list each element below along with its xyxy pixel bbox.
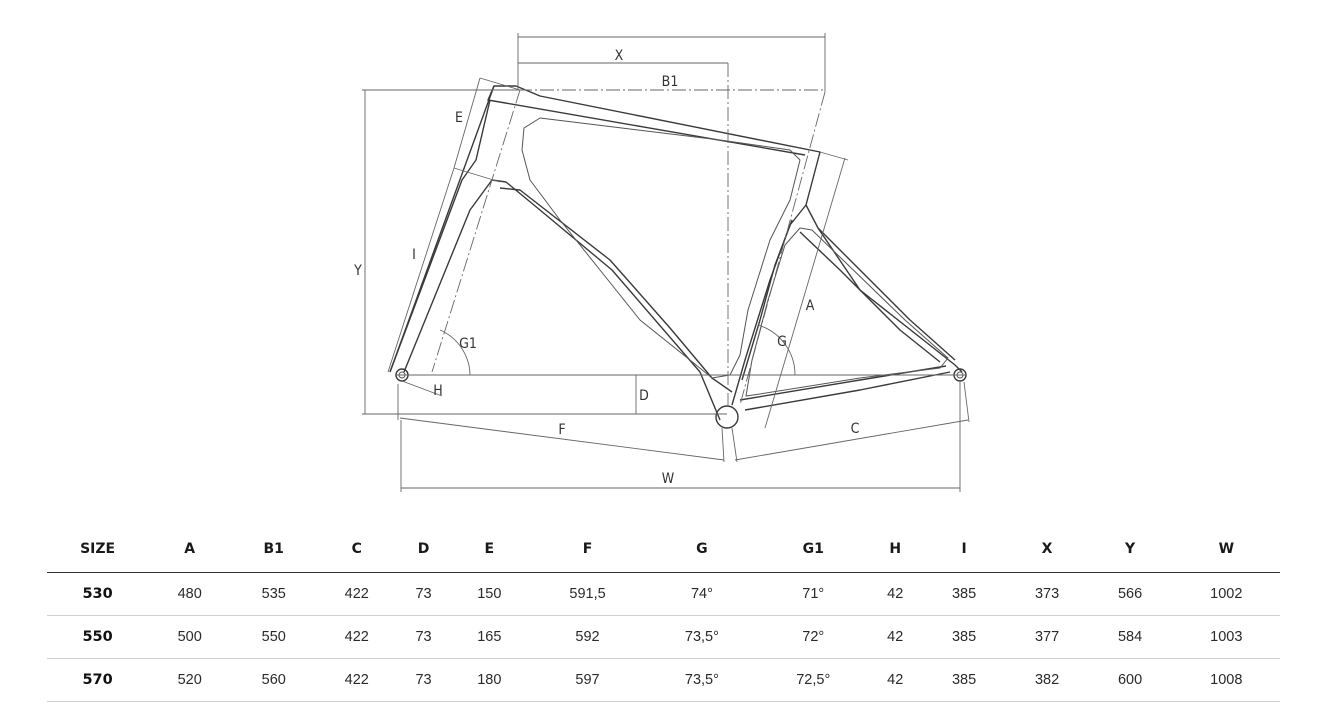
header-e: E <box>449 526 529 573</box>
table-header-row: SIZE A B1 C D E F G G1 H I X Y W <box>47 526 1280 573</box>
header-b1: B1 <box>231 526 317 573</box>
label-h: H <box>433 383 442 399</box>
cell-d: 73 <box>397 572 450 616</box>
label-x: X <box>615 48 624 64</box>
cell-c: 422 <box>316 615 398 659</box>
cell-e: 150 <box>449 572 529 616</box>
cell-b1: 550 <box>231 615 317 659</box>
cell-w: 1008 <box>1172 658 1280 702</box>
cell-h: 42 <box>868 615 922 659</box>
bike-frame <box>389 85 967 429</box>
header-y: Y <box>1087 526 1173 573</box>
cell-i: 385 <box>921 572 1007 616</box>
label-y: Y <box>353 263 362 279</box>
cell-d: 73 <box>397 658 450 702</box>
cell-w: 1003 <box>1172 615 1280 659</box>
dimension-lines <box>362 33 970 492</box>
cell-w: 1002 <box>1172 572 1280 616</box>
header-x: X <box>1006 526 1088 573</box>
geometry-table: SIZE A B1 C D E F G G1 H I X Y W 530 480… <box>47 526 1280 702</box>
header-c: C <box>316 526 398 573</box>
label-e: E <box>455 110 463 126</box>
cell-y: 600 <box>1087 658 1173 702</box>
cell-size: 570 <box>47 658 149 702</box>
dimension-labels: X B1 E I Y G1 H D F W A G C <box>353 48 859 487</box>
label-d: D <box>639 388 649 404</box>
table-row: 530 480 535 422 73 150 591,5 74° 71° 42 … <box>47 572 1280 616</box>
table-row: 570 520 560 422 73 180 597 73,5° 72,5° 4… <box>47 658 1280 702</box>
header-g1: G1 <box>757 526 869 573</box>
cell-a: 520 <box>148 658 232 702</box>
cell-g: 73,5° <box>646 615 758 659</box>
cell-i: 385 <box>921 658 1007 702</box>
header-size: SIZE <box>47 526 149 573</box>
cell-h: 42 <box>868 572 922 616</box>
cell-e: 165 <box>449 615 529 659</box>
label-f: F <box>558 422 565 438</box>
label-c: C <box>851 421 860 437</box>
cell-h: 42 <box>868 658 922 702</box>
header-i: I <box>921 526 1007 573</box>
label-g: G <box>777 334 787 350</box>
cell-g: 73,5° <box>646 658 758 702</box>
cell-e: 180 <box>449 658 529 702</box>
cell-b1: 535 <box>231 572 317 616</box>
cell-x: 382 <box>1006 658 1088 702</box>
cell-size: 550 <box>47 615 149 659</box>
cell-g1: 72° <box>757 615 869 659</box>
cell-g: 74° <box>646 572 758 616</box>
header-w: W <box>1172 526 1280 573</box>
label-a: A <box>806 298 815 314</box>
cell-b1: 560 <box>231 658 317 702</box>
cell-d: 73 <box>397 615 450 659</box>
cell-size: 530 <box>47 572 149 616</box>
cell-c: 422 <box>316 658 398 702</box>
header-a: A <box>148 526 232 573</box>
cell-y: 584 <box>1087 615 1173 659</box>
cell-x: 373 <box>1006 572 1088 616</box>
cell-g1: 71° <box>757 572 869 616</box>
label-i: I <box>412 247 416 263</box>
header-d: D <box>397 526 450 573</box>
label-b1: B1 <box>662 74 679 90</box>
header-h: H <box>868 526 922 573</box>
cell-x: 377 <box>1006 615 1088 659</box>
table-row: 550 500 550 422 73 165 592 73,5° 72° 42 … <box>47 615 1280 659</box>
cell-f: 591,5 <box>528 572 647 616</box>
label-w: W <box>662 471 675 487</box>
cell-a: 500 <box>148 615 232 659</box>
cell-f: 597 <box>528 658 647 702</box>
cell-a: 480 <box>148 572 232 616</box>
frame-geometry-diagram: X B1 E I Y G1 H D F W A G C <box>353 33 970 492</box>
cell-i: 385 <box>921 615 1007 659</box>
header-g: G <box>646 526 758 573</box>
cell-y: 566 <box>1087 572 1173 616</box>
cell-c: 422 <box>316 572 398 616</box>
label-g1: G1 <box>459 336 477 352</box>
cell-f: 592 <box>528 615 647 659</box>
header-f: F <box>528 526 647 573</box>
cell-g1: 72,5° <box>757 658 869 702</box>
